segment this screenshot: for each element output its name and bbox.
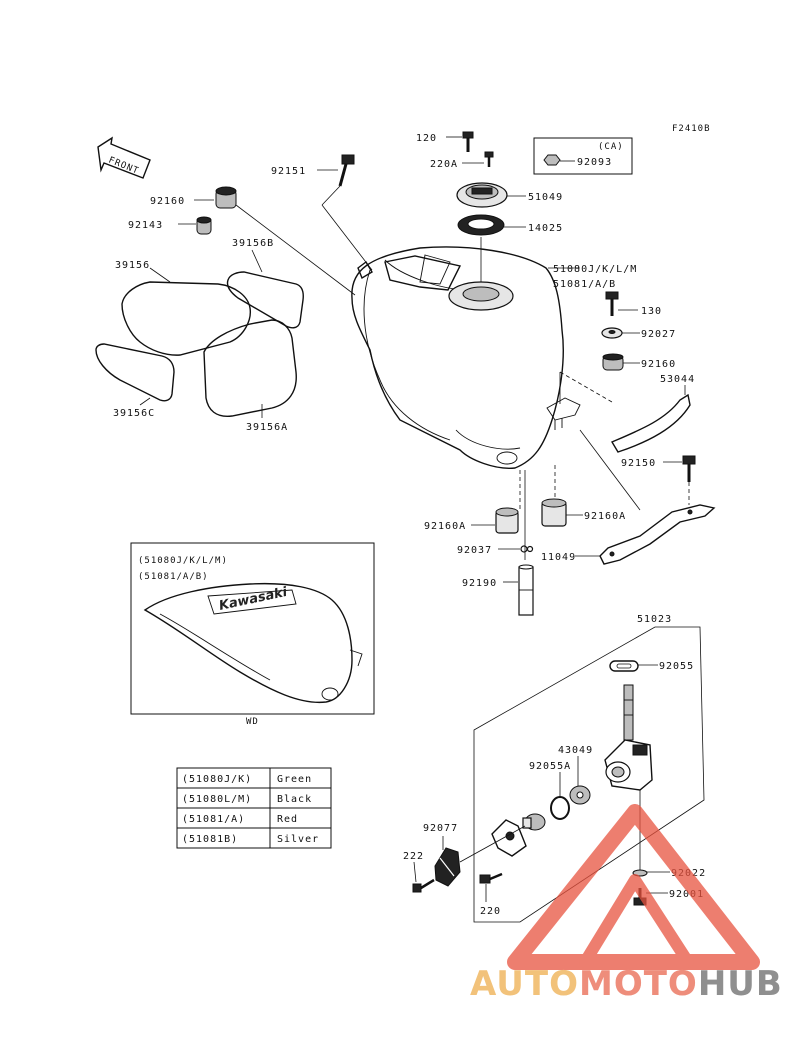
label-220: 220: [480, 906, 501, 917]
label-92151: 92151: [271, 166, 306, 177]
trim-strip-53044-icon: [610, 393, 691, 453]
ca-box: [533, 137, 633, 175]
inset-line1: (51080J/K/L/M): [138, 556, 228, 566]
label-92077: 92077: [423, 823, 458, 834]
damper-92160-left-icon: [215, 186, 237, 209]
table-row-2-color: Black: [277, 794, 312, 805]
front-arrow-icon: FRONT: [97, 136, 151, 179]
label-92160a-right: 92160A: [584, 511, 626, 522]
damper-92160-right-icon: [602, 353, 624, 371]
pad-39156c-icon: [95, 343, 175, 402]
diagram-code: F2410B: [672, 124, 711, 134]
fuel-cock-group-outline: [473, 626, 705, 923]
table-row-2-part: (51080L/M): [182, 794, 252, 805]
label-92055: 92055: [659, 661, 694, 672]
table-row-3-color: Red: [277, 814, 298, 825]
pad-39156-icon: [121, 281, 251, 356]
label-92027: 92027: [641, 329, 676, 340]
label-51080: 51080J/K/L/M: [553, 264, 637, 275]
label-92190: 92190: [462, 578, 497, 589]
watermark-logo: AUTOMOTOHUB: [470, 964, 783, 1004]
table-row-1-color: Green: [277, 774, 312, 785]
label-39156c: 39156C: [113, 408, 155, 419]
label-92160-right: 92160: [641, 359, 676, 370]
label-92093: 92093: [577, 157, 612, 168]
fuel-cock-body-icon: [604, 684, 653, 791]
damper-92160a-left-icon: [495, 507, 519, 534]
svg-text:AUTOMOTOHUB: AUTOMOTOHUB: [470, 964, 783, 1004]
label-220a: 220A: [430, 159, 458, 170]
table-row-1-part: (51080J/K): [182, 774, 252, 785]
label-51049: 51049: [528, 192, 563, 203]
screw-222-icon: [412, 878, 435, 893]
watermark-auto: AUTO: [470, 964, 579, 1004]
label-39156b: 39156B: [232, 238, 274, 249]
collar-92027-icon: [601, 327, 623, 339]
label-11049: 11049: [541, 552, 576, 563]
pad-39156b-icon: [226, 271, 304, 329]
label-39156a: 39156A: [246, 422, 288, 433]
label-92150: 92150: [621, 458, 656, 469]
watermark-moto: MOTO: [579, 964, 698, 1004]
fuel-cap-51049-icon: [456, 182, 508, 208]
lever-43049-icon: [569, 785, 591, 805]
plate-icon: [491, 819, 527, 857]
label-51023: 51023: [637, 614, 672, 625]
color-table: (51080J/K) Green (51080L/M) Black (51081…: [176, 767, 332, 849]
label-222: 222: [403, 851, 424, 862]
collar-92143-icon: [196, 216, 212, 235]
gasket-14025-icon: [457, 214, 505, 236]
screw-220a-icon: [484, 151, 494, 167]
label-53044: 53044: [660, 374, 695, 385]
bolt-92151-icon: [338, 154, 355, 187]
bracket-11049-icon: [599, 504, 716, 565]
label-92160a-left: 92160A: [424, 521, 466, 532]
o-ring-92055a-icon: [550, 796, 570, 820]
table-row-4-part: (51081B): [182, 834, 238, 845]
label-120: 120: [416, 133, 437, 144]
label-92160-left: 92160: [150, 196, 185, 207]
gasket-92055-icon: [609, 660, 639, 672]
watermark-hub: HUB: [698, 964, 783, 1004]
valve-stem-icon: [522, 813, 546, 831]
watermark-triangle-icon: [507, 804, 760, 970]
ca-box-title: (CA): [598, 142, 624, 152]
label-92037: 92037: [457, 545, 492, 556]
label-51081: 51081/A/B: [553, 279, 616, 290]
pad-39156a-icon: [203, 319, 297, 417]
label-92001: 92001: [669, 889, 704, 900]
inset-box: [130, 542, 375, 715]
inset-line2: (51081/A/B): [138, 572, 209, 582]
fuel-tank: [351, 246, 581, 469]
nut-92093-icon: [543, 154, 561, 166]
label-43049: 43049: [558, 745, 593, 756]
bolt-130-icon: [605, 291, 619, 316]
screw-220-icon: [479, 872, 503, 884]
table-row-3-part: (51081/A): [182, 814, 245, 825]
label-92055a: 92055A: [529, 761, 571, 772]
bolt-92150-icon: [682, 455, 696, 482]
hose-92190-icon: [518, 564, 534, 616]
damper-92160a-right-icon: [541, 498, 567, 527]
label-39156: 39156: [115, 260, 150, 271]
table-row-4-color: Silver: [277, 834, 319, 845]
inset-caption: WD: [246, 717, 259, 727]
label-92143: 92143: [128, 220, 163, 231]
label-14025: 14025: [528, 223, 563, 234]
knob-92077-icon: [434, 847, 461, 887]
label-130: 130: [641, 306, 662, 317]
clip-92037-icon: [520, 545, 534, 553]
bolt-120-icon: [462, 131, 474, 152]
inset-tank-drawing: [143, 582, 363, 704]
